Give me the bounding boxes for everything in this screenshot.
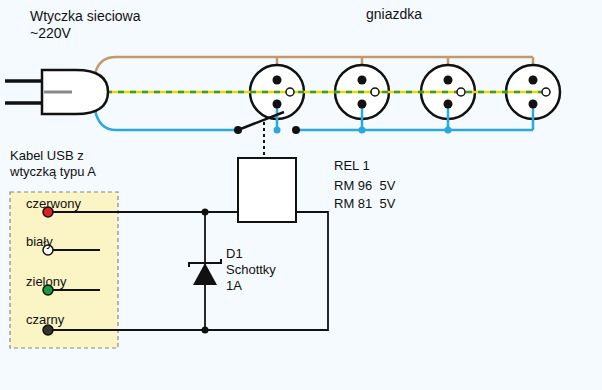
socket-pins — [273, 76, 551, 109]
neutral-wire-switched — [297, 129, 533, 132]
neutral-rises — [277, 104, 533, 130]
relay-type: RM 96 5V — [334, 178, 395, 194]
relay-coil — [238, 158, 296, 222]
plug-label: Wtyczka sieciowa ~220V — [30, 8, 158, 42]
schottky-diode — [189, 259, 221, 285]
diode-label: D1 Schottky 1A — [226, 246, 276, 294]
relay-label: REL 1 — [334, 158, 370, 174]
usb-plug-area — [10, 192, 118, 348]
earth-wire — [70, 91, 546, 94]
wire-color: zielony — [26, 274, 66, 290]
phase-drops — [277, 57, 533, 80]
wire-color: czarny — [26, 312, 64, 328]
control-wires — [48, 212, 328, 330]
sockets-label: gniazdka — [366, 6, 422, 22]
wire-color: biały — [26, 234, 53, 250]
cable-heading: Kabel USB z wtyczką typu A — [10, 148, 122, 180]
neutral-junctions — [274, 127, 452, 134]
wire-color: czerwony — [26, 196, 81, 212]
usb-cable-box: Kabel USB z wtyczką typu A czerwony biały z… — [8, 146, 124, 350]
neutral-wire — [95, 110, 237, 130]
relay-type: RM 81 5V — [334, 196, 395, 212]
mains-plug — [5, 70, 108, 114]
earth-wire-stripe — [70, 91, 546, 94]
junction-dots — [202, 209, 209, 334]
relay-contact — [234, 112, 300, 158]
